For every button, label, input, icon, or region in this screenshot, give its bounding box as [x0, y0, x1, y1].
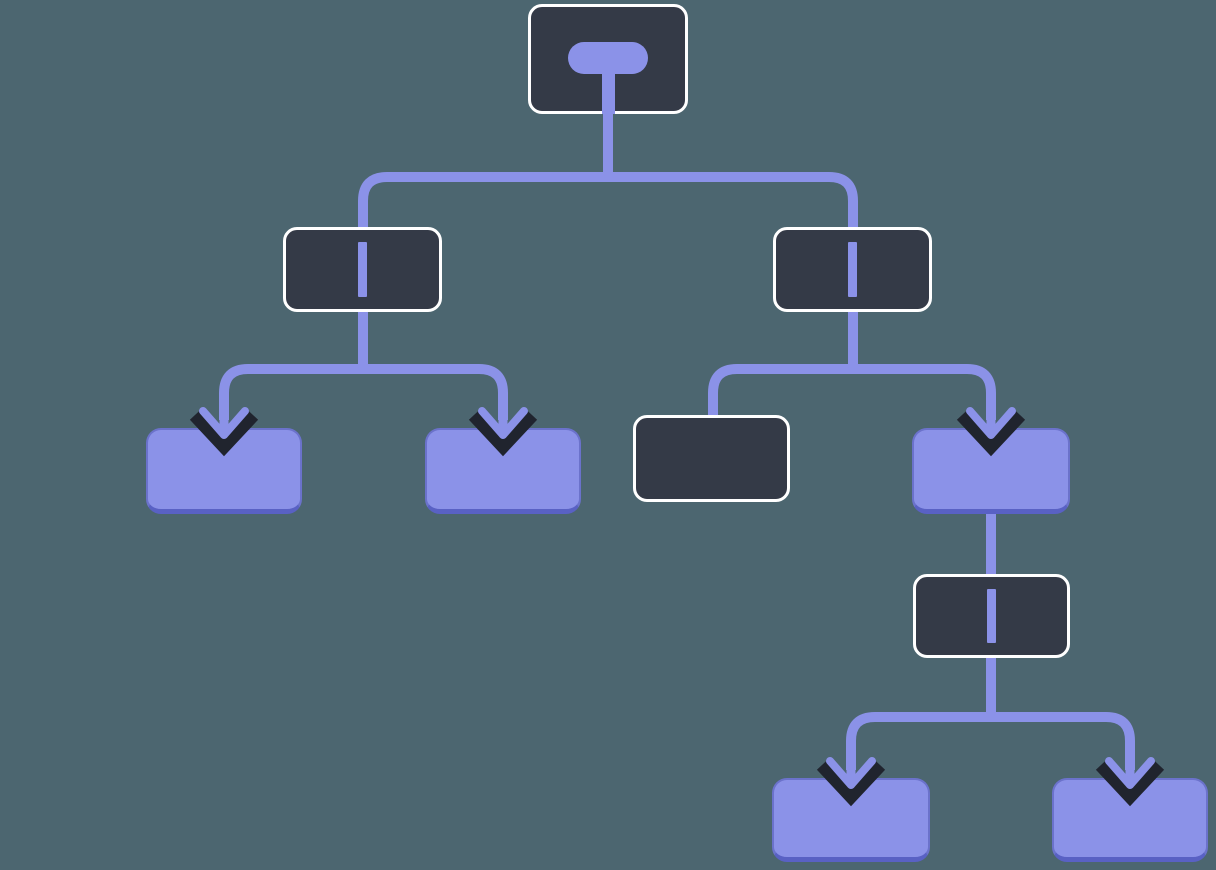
arrow-dark-chevron-icon — [1095, 760, 1165, 807]
arrow-dark-chevron-icon — [468, 410, 538, 457]
arrow-purple-chevron-icon — [826, 757, 876, 789]
edge-level2-right-bar — [708, 364, 996, 420]
arrow-purple-chevron-icon — [478, 407, 528, 439]
arrow-down-icon — [816, 754, 886, 807]
node-branch-right[interactable] — [773, 227, 932, 312]
arrow-dark-chevron-icon — [956, 410, 1026, 457]
arrow-purple-chevron-icon — [199, 407, 249, 439]
edge-level3-bar — [846, 712, 1135, 770]
arrow-purple-chevron-icon — [966, 407, 1016, 439]
edge-level2-left-bar — [219, 364, 508, 420]
root-pill-icon — [568, 42, 648, 74]
arrow-down-icon — [956, 404, 1026, 457]
pass-through-line-icon — [848, 242, 857, 297]
arrow-dark-chevron-icon — [189, 410, 259, 457]
pass-through-line-icon — [987, 589, 996, 643]
node-branch-left[interactable] — [283, 227, 442, 312]
arrow-down-icon — [1095, 754, 1165, 807]
pass-through-line-icon — [358, 242, 367, 297]
node-branch-lower[interactable] — [913, 574, 1070, 658]
node-root[interactable] — [528, 4, 688, 114]
root-pill-stem-icon — [601, 71, 615, 114]
arrow-down-icon — [189, 404, 259, 457]
edge-level1-bar — [358, 172, 858, 229]
arrow-dark-chevron-icon — [816, 760, 886, 807]
arrow-purple-chevron-icon — [1105, 757, 1155, 789]
arrow-down-icon — [468, 404, 538, 457]
node-leaf-3-dark[interactable] — [633, 415, 790, 502]
